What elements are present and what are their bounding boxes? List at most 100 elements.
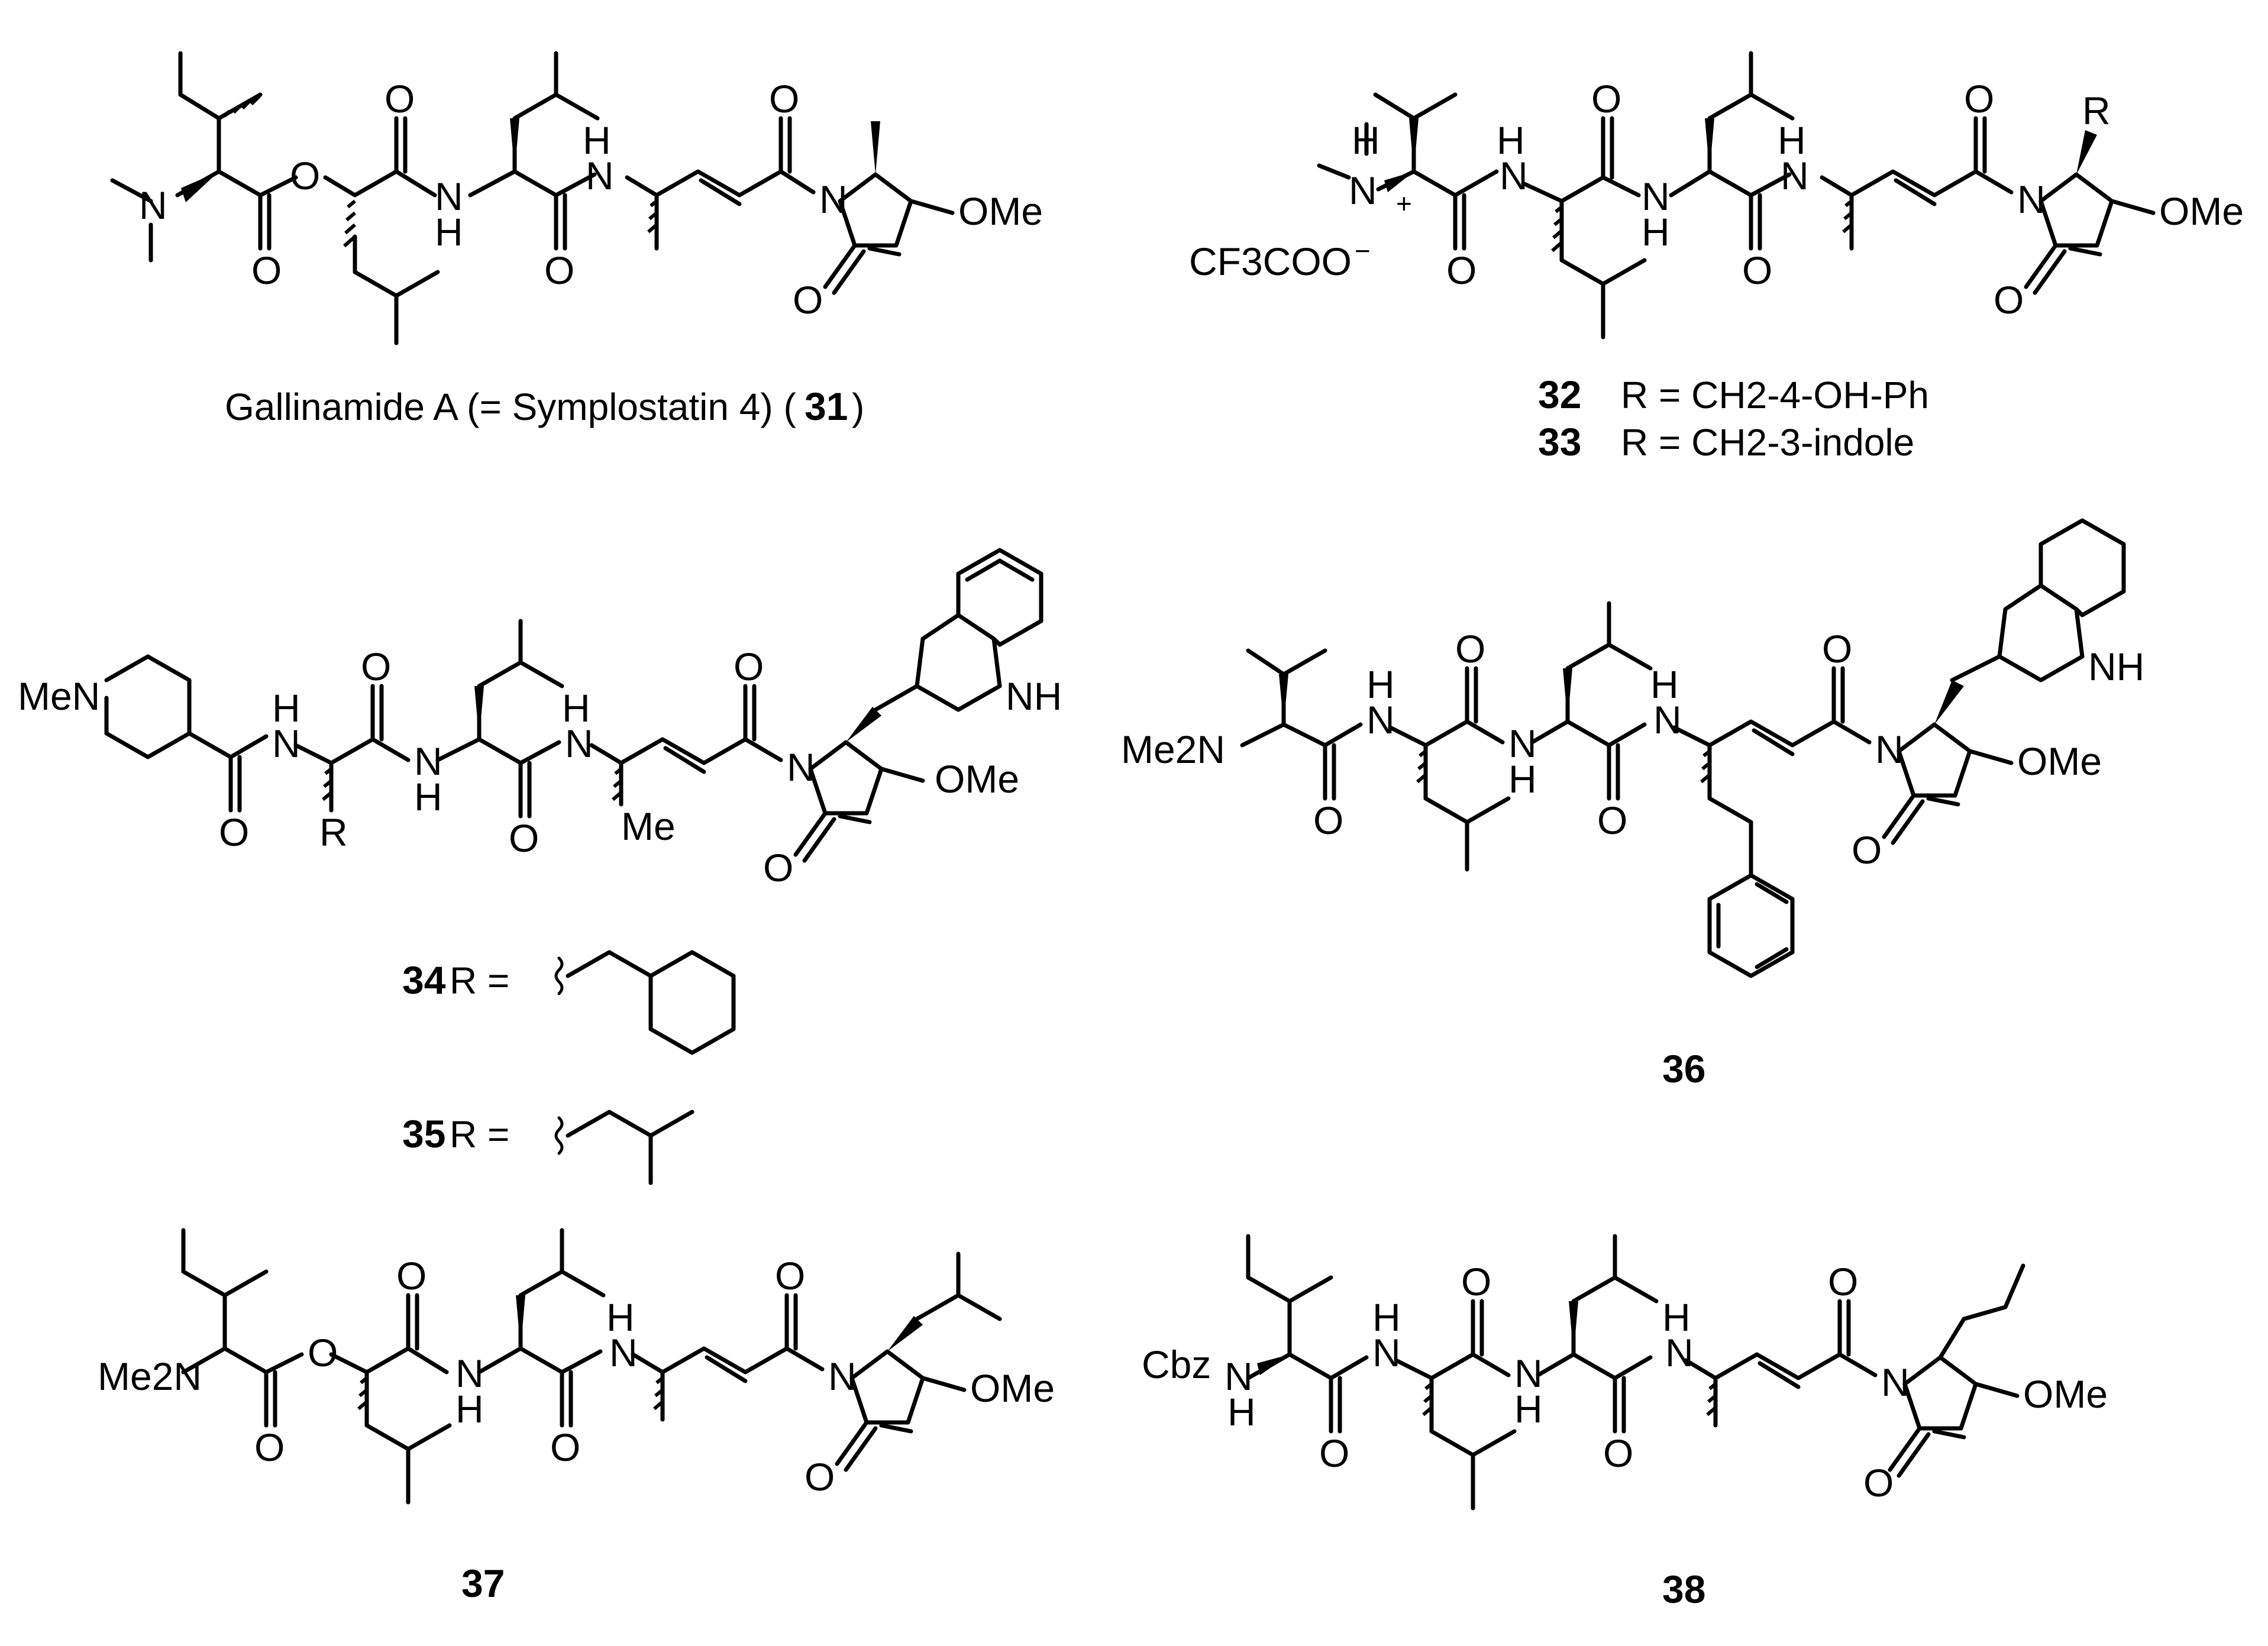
atom-n: N: [414, 739, 442, 783]
wedge-bond: [181, 172, 219, 202]
hash-bond: [647, 199, 658, 234]
atom-n: N: [272, 722, 301, 765]
atom-h: H: [562, 686, 590, 730]
atom-n: N: [1349, 169, 1377, 212]
atom-o: O: [1742, 248, 1772, 292]
atom-o: O: [251, 248, 282, 292]
atom-o: O: [1597, 798, 1627, 842]
atom-n: N: [1225, 1354, 1253, 1398]
caption-33-text: R = CH2-3-indole: [1621, 421, 1914, 464]
atom-o: O: [290, 154, 320, 198]
atom-ome: OMe: [935, 757, 1019, 801]
wedge-bond: [1705, 118, 1714, 172]
atom-h: H: [1778, 118, 1806, 162]
atom-men: MeN: [18, 674, 100, 718]
atom-ome: OMe: [2023, 1372, 2108, 1416]
atom-n: N: [455, 1351, 484, 1395]
atom-h: H: [272, 686, 301, 730]
atom-nh: NH: [1006, 674, 1062, 718]
atom-n: N: [1372, 1331, 1401, 1375]
captions: Gallinamide A (= Symplostatin 4) ( 31 ) …: [225, 373, 1929, 1611]
wedge-bond: [1563, 668, 1572, 722]
atom-h: H: [1650, 662, 1679, 706]
atom-o: O: [1852, 828, 1882, 872]
atom-o: O: [1863, 1461, 1894, 1505]
atom-me: Me: [621, 804, 676, 848]
atom-n: N: [1366, 698, 1395, 742]
caption-34-number: 34: [402, 958, 446, 1002]
atom-n: N: [1500, 154, 1528, 198]
atom-n: N: [1508, 722, 1537, 765]
atom-n: N: [139, 183, 167, 227]
atom-n: N: [609, 1331, 638, 1375]
atom-o: O: [254, 1425, 285, 1469]
hash-bond: [1842, 199, 1853, 234]
atom-h: H: [1662, 1295, 1691, 1339]
wedge-bond: [1384, 172, 1414, 192]
atom-me2n: Me2N: [98, 1354, 202, 1398]
wedge-bond: [1409, 118, 1419, 172]
atom-h: H: [1642, 210, 1670, 254]
atom-o: O: [1822, 627, 1852, 671]
atom-h: H: [1508, 757, 1537, 801]
caption-35-number: 35: [402, 1112, 445, 1156]
wavy-bond-35: [554, 1116, 564, 1155]
atom-o: O: [1591, 77, 1621, 121]
atom-o: O: [1964, 77, 1994, 121]
atom-o: O: [396, 1254, 427, 1298]
hash-bond: [357, 1376, 368, 1411]
atom-n: N: [1653, 698, 1682, 742]
atom-charge-minus: −: [1355, 235, 1371, 266]
atom-n: N: [565, 722, 593, 765]
atom-n: N: [1514, 1351, 1543, 1395]
wedge-bond: [887, 1316, 923, 1351]
atom-h: H: [1497, 118, 1525, 162]
atom-o: O: [219, 810, 249, 854]
atom-o: O: [1461, 1260, 1491, 1304]
compound-32-33: [1317, 51, 2156, 339]
wedge-bond: [846, 707, 881, 742]
wedge-bond: [474, 686, 484, 739]
atom-h: H: [606, 1295, 635, 1339]
hash-bond: [1551, 205, 1563, 253]
atom-o: O: [509, 816, 539, 860]
atom-o: O: [1828, 1260, 1858, 1304]
caption-38-number: 38: [1662, 1567, 1705, 1611]
atom-h: H: [414, 775, 442, 819]
wedge-bond: [1934, 680, 1964, 725]
atom-o: O: [1446, 248, 1477, 292]
atom-charge-plus: +: [1396, 188, 1412, 219]
atom-o: O: [385, 77, 415, 121]
atom-n: N: [586, 154, 614, 198]
compound-37: [181, 1228, 1002, 1505]
wedge-bond: [1257, 1354, 1290, 1375]
wavy-bond-34: [554, 956, 564, 995]
atom-n: N: [2017, 177, 2046, 221]
atom-ome: OMe: [970, 1366, 1055, 1410]
atom-o: O: [1319, 1431, 1349, 1475]
atom-r: R: [2082, 89, 2111, 132]
atom-h: H: [435, 210, 463, 254]
wedge-bond: [2076, 130, 2097, 174]
atom-o: O: [550, 1425, 580, 1469]
atom-h: H: [1372, 1295, 1401, 1339]
atom-h: H: [1514, 1387, 1543, 1431]
wedge-bond: [510, 118, 519, 172]
hash-bond: [653, 1376, 664, 1411]
caption-36-number: 36: [1662, 1047, 1705, 1091]
atom-o: O: [1313, 798, 1343, 842]
wedge-bond: [516, 1295, 525, 1349]
atom-h: H: [1352, 118, 1380, 162]
atom-n: N: [787, 745, 815, 789]
hash-bond: [1416, 749, 1427, 784]
atom-ome: OMe: [2017, 739, 2102, 783]
atom-nh: NH: [2088, 645, 2144, 688]
caption-37-number: 37: [461, 1561, 505, 1605]
atom-o: O: [308, 1331, 338, 1375]
atom-n: N: [1665, 1331, 1694, 1375]
atom-h: H: [455, 1387, 484, 1431]
atom-h: H: [583, 118, 611, 162]
